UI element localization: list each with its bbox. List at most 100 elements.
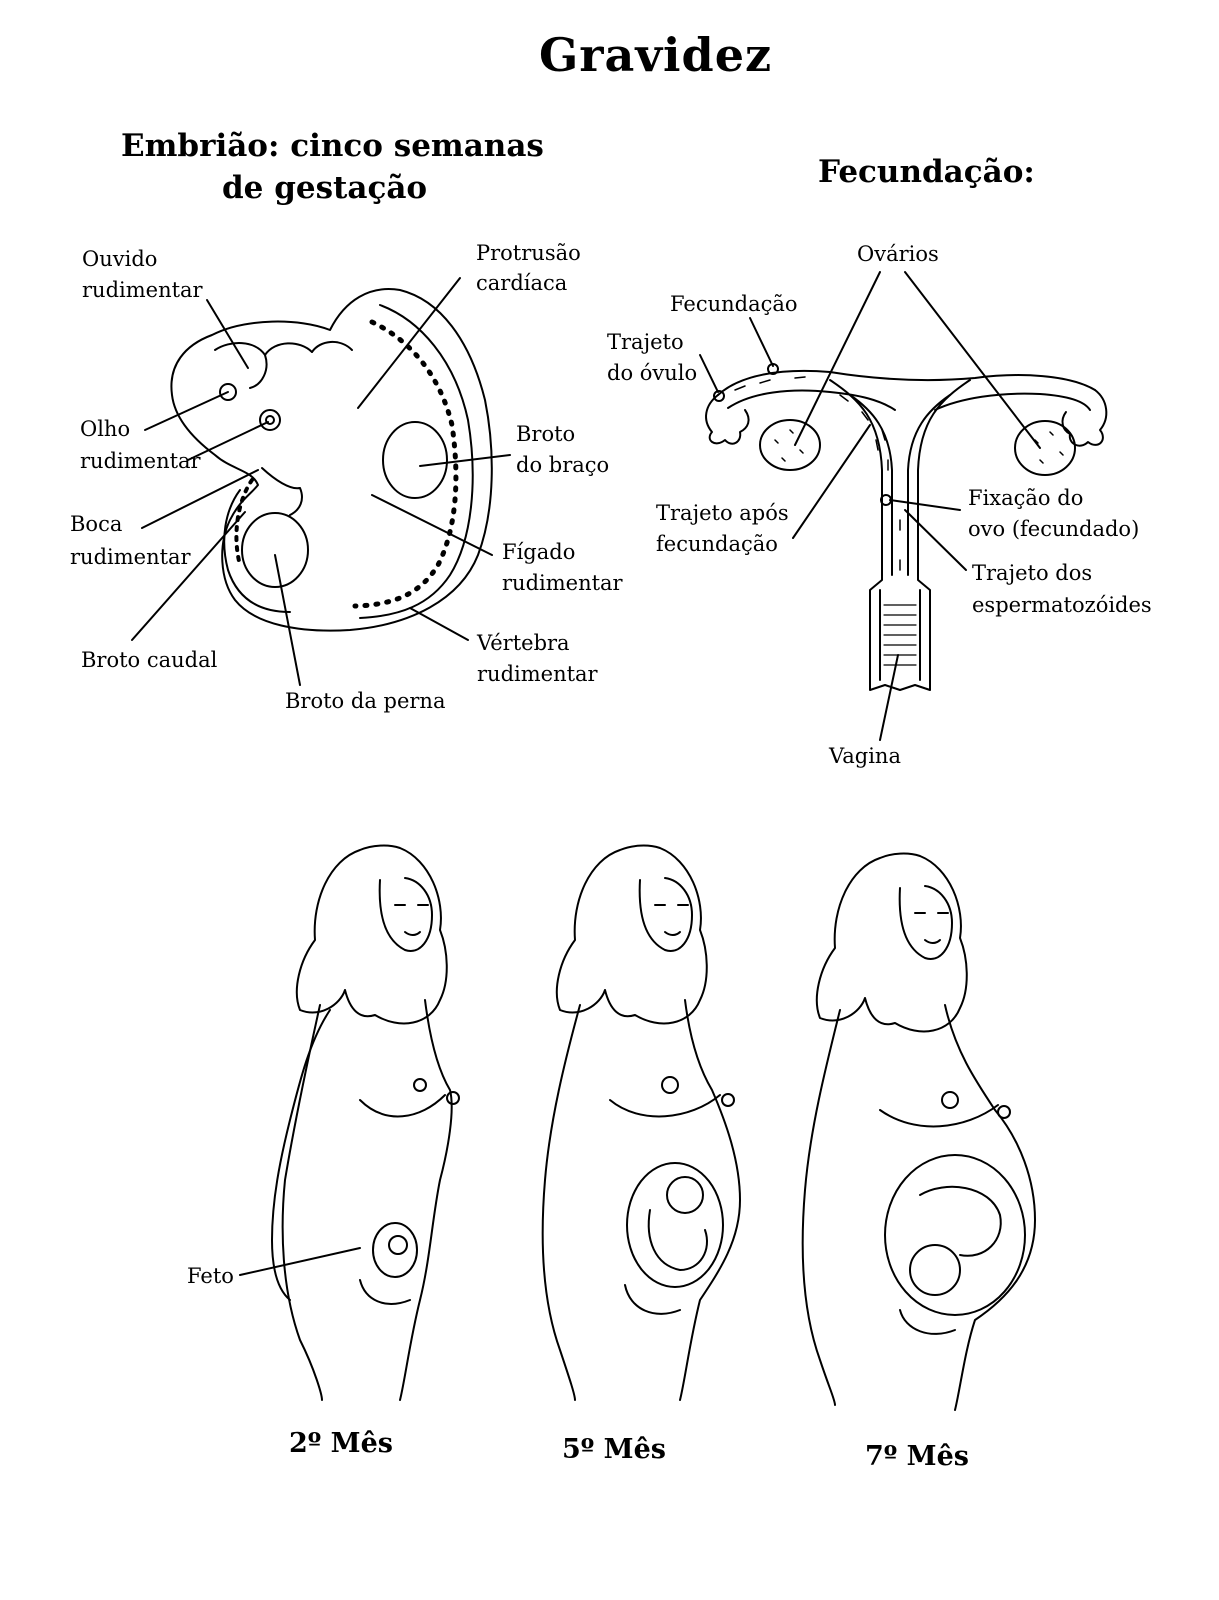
woman1-face [378,877,433,952]
label-sperm-line2: espermatozóides [972,593,1152,617]
uterus-outer [829,379,971,691]
label-sperm-line1: Trajeto dos [972,561,1093,585]
uterus-drawing [699,271,1108,741]
woman3-fetus-body [919,1185,1002,1257]
woman-5-month [541,844,741,1401]
leader-tail [131,511,246,641]
embryo-heading-line2: de gestação [222,170,428,206]
woman1-areola [413,1078,427,1092]
label-arm-line1: Broto [516,422,576,446]
woman-2-month [239,844,460,1401]
label-eye-line2: rudimentar [80,449,201,473]
label-vertebra-line1: Vértebra [477,631,570,655]
woman1-nipple [446,1091,460,1105]
sperm-path-arrows [881,429,901,571]
embryo-heading-line1: Embrião: cinco semanas [121,128,544,164]
woman2-features [654,904,689,936]
caption-month-7: 7º Mês [865,1441,969,1472]
tube-top [717,369,1096,396]
woman-7-month [801,852,1036,1411]
label-fixation-line1: Fixação do [968,486,1084,510]
leader-fertilization [749,317,774,367]
woman3-womb [884,1154,1026,1316]
embryo-eye [259,409,281,431]
woman2-back [541,1004,581,1401]
vagina-walls [879,589,921,681]
leader-ovary-right [904,271,1041,449]
tube-left-lower [727,389,896,411]
woman1-features [394,904,429,936]
woman1-pelvis [359,1279,411,1305]
woman3-face [898,885,953,960]
woman1-womb [372,1222,418,1278]
label-leg: Broto da perna [285,689,446,713]
woman1-back [281,1004,323,1401]
leader-heart [357,277,461,409]
leader-liver [371,494,493,556]
woman3-front [944,1004,1036,1411]
vagina-folds [883,604,917,666]
embryo-arm-bud [382,421,448,499]
ovum-cell [713,390,725,402]
woman1-hair [295,844,448,1025]
embryo-mouth [261,467,303,516]
woman2-nipple [721,1093,735,1107]
woman3-back [801,1009,841,1406]
woman3-features [914,912,949,944]
leader-sperm [904,509,967,571]
label-mouth-line1: Boca [70,512,123,536]
label-tail: Broto caudal [81,648,218,672]
label-heart-line2: cardíaca [476,271,568,295]
label-arm-line2: do braço [516,453,610,477]
label-ear-line2: rudimentar [82,278,203,302]
fimbriae-left [705,394,750,445]
leader-eye-2 [187,421,269,461]
leader-ovary-left [794,271,881,446]
ovary-right [1014,420,1076,476]
leader-fixation [889,499,961,511]
woman2-pelvis [624,1284,681,1315]
embryo-ear-bump [214,342,268,389]
leader-fetus [239,1247,361,1276]
embryo-eye-pupil [265,415,275,425]
embryo-drawing [131,277,511,686]
page-title: Gravidez [539,28,773,82]
uterus-inner [849,394,951,576]
embryo-vertebrae [352,319,459,609]
caption-month-2: 2º Mês [289,1428,393,1459]
woman3-hair [815,852,968,1033]
woman2-hair [555,844,708,1025]
tube-right-lower [934,392,1091,411]
leader-vagina [879,654,899,741]
embryo-spine-inner [359,304,474,619]
woman2-fetus-head [666,1176,704,1214]
label-egg-path-line2: do óvulo [607,361,698,385]
label-heart-line1: Protrusão [476,241,581,265]
woman2-face [638,877,693,952]
embryo-body-outline [170,288,493,632]
leader-eye-1 [144,391,229,431]
fertilization-heading: Fecundação: [818,154,1035,190]
leader-after [792,424,871,539]
woman2-fetus-body [647,1209,708,1271]
ovary-left [759,419,821,471]
label-mouth-line2: rudimentar [70,545,191,569]
embryo-tail [223,489,291,613]
woman1-back-arm [271,1009,331,1301]
caption-month-5: 5º Mês [562,1434,666,1465]
embryo-leg-bud [241,512,309,588]
label-ovaries: Ovários [857,242,939,266]
woman3-breast [879,1104,999,1128]
embryo-ear [219,383,237,401]
label-liver-line2: rudimentar [502,571,623,595]
embryo-head-bump [264,342,313,356]
woman2-womb [626,1162,724,1288]
label-fetus: Feto [187,1264,234,1288]
woman2-areola [661,1076,679,1094]
label-eye-line1: Olho [80,417,131,441]
woman1-breast [359,1094,446,1118]
label-ear-line1: Ouvido [82,247,158,271]
label-after-line1: Trajeto após [656,501,789,525]
ovary-texture [774,429,1064,464]
